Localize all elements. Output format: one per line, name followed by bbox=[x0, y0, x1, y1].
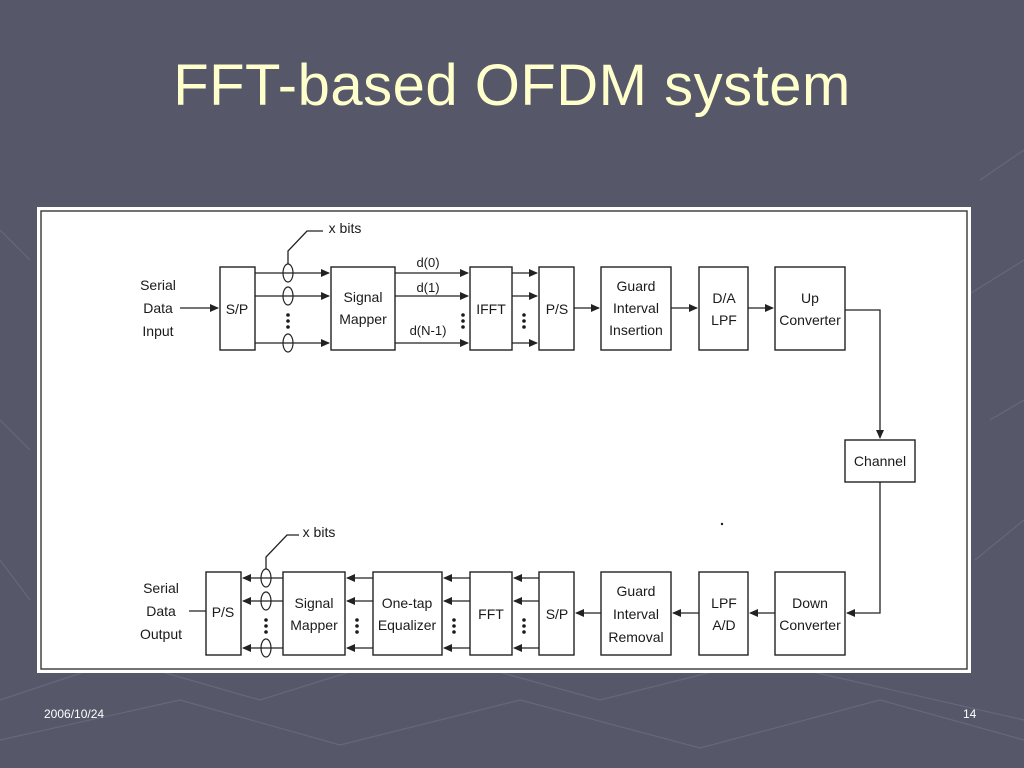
diagram-panel: Serial Data Input S/P x bits Signal Mapp… bbox=[37, 207, 971, 673]
rx-sp-block bbox=[538, 571, 575, 656]
svg-text:Down: Down bbox=[792, 595, 828, 611]
tx-sp-label: S/P bbox=[226, 301, 249, 317]
svg-text:Interval: Interval bbox=[613, 606, 659, 622]
svg-text:Up: Up bbox=[801, 290, 819, 306]
svg-text:Equalizer: Equalizer bbox=[378, 617, 437, 633]
svg-text:LPF: LPF bbox=[711, 595, 737, 611]
rx-down-converter-block bbox=[774, 571, 846, 656]
tx-up-converter-block bbox=[774, 266, 846, 351]
channel-label: Channel bbox=[854, 453, 906, 469]
rx-x-bits-label: x bits bbox=[303, 524, 336, 540]
rx-fft-label: FFT bbox=[478, 606, 504, 622]
tx-input-label: Serial Data Input bbox=[140, 277, 176, 339]
svg-text:Signal: Signal bbox=[295, 595, 334, 611]
channel-block bbox=[844, 439, 916, 483]
tx-ifft-label: IFFT bbox=[476, 301, 506, 317]
rx-output-label: Serial Data Output bbox=[140, 580, 182, 642]
rx-lpf-ad-block bbox=[698, 571, 749, 656]
svg-text:Data: Data bbox=[146, 603, 176, 619]
rx-ps-block bbox=[205, 571, 242, 656]
diagram-frame bbox=[40, 210, 968, 670]
svg-text:Converter: Converter bbox=[779, 617, 841, 633]
tx-signal-mapper-block bbox=[330, 266, 396, 351]
tx-guard-insertion-block bbox=[600, 266, 672, 351]
tx-da-lpf-block bbox=[698, 266, 749, 351]
tx-dn1-label: d(N-1) bbox=[410, 323, 447, 338]
tx-x-bits-label: x bits bbox=[329, 220, 362, 236]
tx-d1-label: d(1) bbox=[416, 280, 439, 295]
slide-title: FFT-based OFDM system bbox=[173, 53, 851, 118]
footer-page-number: 14 bbox=[963, 707, 977, 721]
tx-mapper-label-1: Signal bbox=[344, 289, 383, 305]
tx-mapper-label-2: Mapper bbox=[339, 311, 387, 327]
rx-ps-label: P/S bbox=[212, 604, 235, 620]
tx-d0-label: d(0) bbox=[416, 255, 439, 270]
tx-sp-block bbox=[219, 266, 256, 351]
rx-guard-removal-block bbox=[600, 571, 672, 656]
svg-text:Input: Input bbox=[142, 323, 173, 339]
svg-text:Mapper: Mapper bbox=[290, 617, 338, 633]
svg-text:Removal: Removal bbox=[608, 629, 663, 645]
svg-text:One-tap: One-tap bbox=[382, 595, 433, 611]
svg-text:Serial: Serial bbox=[143, 580, 179, 596]
svg-text:LPF: LPF bbox=[711, 312, 737, 328]
svg-text:D/A: D/A bbox=[712, 290, 736, 306]
footer-date: 2006/10/24 bbox=[44, 707, 105, 721]
rx-signal-mapper-block bbox=[282, 571, 346, 656]
svg-text:Converter: Converter bbox=[779, 312, 841, 328]
tx-ifft-block bbox=[469, 266, 513, 351]
svg-text:Guard: Guard bbox=[617, 583, 656, 599]
tx-ps-block bbox=[538, 266, 575, 351]
svg-text:Output: Output bbox=[140, 626, 182, 642]
svg-text:Guard: Guard bbox=[617, 278, 656, 294]
tx-ps-label: P/S bbox=[546, 301, 569, 317]
rx-fft-block bbox=[469, 571, 513, 656]
svg-text:Data: Data bbox=[143, 300, 173, 316]
svg-text:Insertion: Insertion bbox=[609, 322, 663, 338]
rx-sp-label: S/P bbox=[546, 606, 569, 622]
rx-equalizer-block bbox=[372, 571, 443, 656]
svg-text:Interval: Interval bbox=[613, 300, 659, 316]
svg-text:Serial: Serial bbox=[140, 277, 176, 293]
svg-text:A/D: A/D bbox=[712, 617, 735, 633]
ofdm-block-diagram: Serial Data Input S/P x bits Signal Mapp… bbox=[40, 210, 968, 670]
